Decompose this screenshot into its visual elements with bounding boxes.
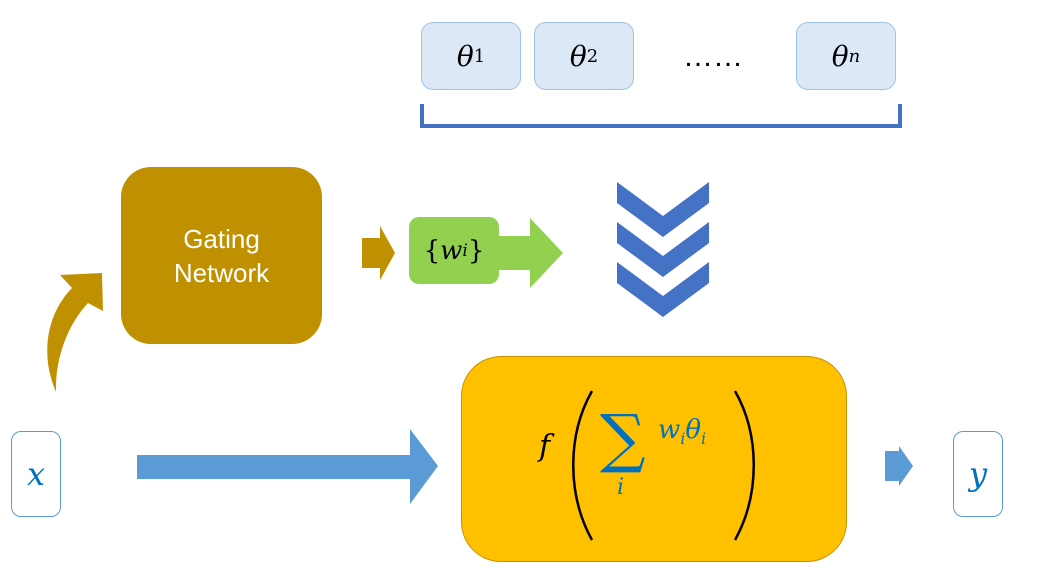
theta-subscript: i [701,429,707,449]
sum-index: i [617,475,625,500]
input-flow-arrow-icon [137,429,438,504]
brace-close: } [467,235,485,266]
sum-symbol: ∑ [600,402,646,476]
curved-arrow-icon [47,273,103,392]
right-paren [733,390,755,541]
theta-symbol: θ [569,39,587,73]
function-f: f [539,429,551,464]
gating-label-line1: Gating [183,223,260,254]
brace-open: { [423,235,441,266]
theta-subscript: n [848,45,861,67]
theta-symbol: θ [685,415,702,445]
output-flow-arrow-icon [885,446,913,486]
theta-symbol: θ [831,39,849,73]
weight-subscript: i [462,240,468,261]
ellipsis: …… [683,40,743,73]
theta-symbol: θ [456,39,474,73]
output-y-box: y [953,431,1003,517]
left-paren [572,390,594,541]
weighted-sum-term: wiθi [658,415,706,448]
theta-subscript: 2 [586,45,599,67]
chevron-1 [617,182,709,237]
input-x-box: x [11,431,61,517]
parentheses [572,390,755,541]
w-subscript: i [680,429,686,449]
chevrons-down-icon [617,182,709,317]
theta-subscript: 1 [473,45,486,67]
weight-symbol: w [440,235,463,266]
w-symbol: w [658,415,681,445]
parameter-bracket [420,104,902,128]
chevron-3 [617,262,709,317]
output-label: y [968,455,988,493]
gating-to-weights-arrow-icon [362,226,395,280]
input-label: x [26,455,46,493]
chevron-2 [617,222,709,277]
gating-label-line2: Network [173,257,270,288]
weights-arrow-icon [495,218,563,288]
gating-network-box: Gating Network [121,167,322,344]
function-box: f ∑ i wiθi [461,356,847,562]
